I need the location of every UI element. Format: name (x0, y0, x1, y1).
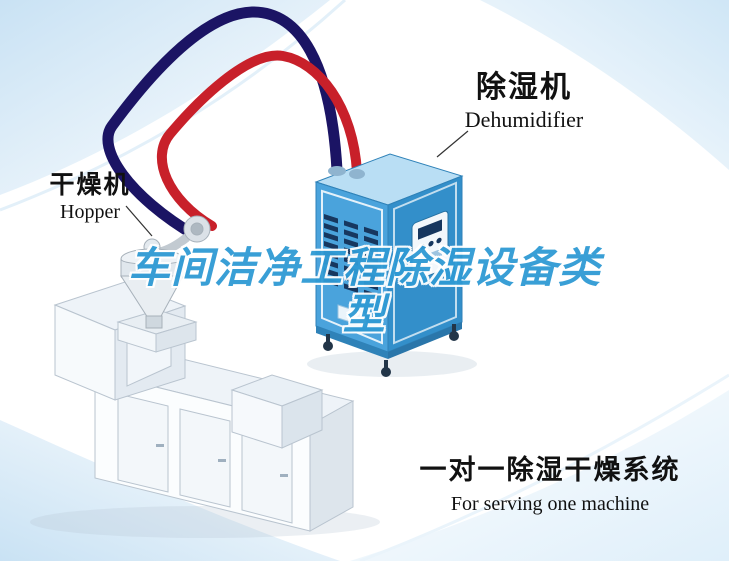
system-caption-zh: 一对一除湿干燥系统 (419, 455, 681, 485)
hopper-label-zh: 干燥机 (49, 171, 131, 199)
dehumidifier-shadow (307, 351, 477, 377)
dehumidifier-label-zh: 除湿机 (476, 71, 572, 104)
hopper-label: 干燥机 Hopper (28, 171, 152, 224)
watermark-line2: 型 (342, 291, 386, 339)
system-caption-en: For serving one machine (450, 492, 650, 515)
caster-wheels (323, 324, 459, 377)
system-caption: 一对一除湿干燥系统 For serving one machine (404, 455, 696, 516)
nameplate (337, 304, 367, 328)
dehumidifier-label: 除湿机 Dehumidifier (440, 72, 608, 132)
dehumidifier-label-en: Dehumidifier (464, 106, 584, 132)
dehumidifier-pointer-line (436, 130, 469, 158)
swoosh-top-left (0, 0, 330, 195)
navy-hose (102, 6, 343, 242)
dehumidifier-unit (314, 153, 464, 377)
swoosh-bottom-left (0, 420, 340, 561)
hopper-pointer-line (125, 205, 153, 237)
accent-arc-right (359, 373, 729, 561)
hopper-label-en: Hopper (60, 201, 120, 224)
watermark-title: 车间洁净工程除湿设备类 型 (0, 244, 729, 338)
swoosh-bottom-right (350, 390, 729, 561)
hopper-dryer (120, 215, 211, 329)
red-hose (156, 50, 362, 231)
watermark-line1: 车间洁净工程除湿设备类 (127, 244, 601, 291)
swoosh-top-right (480, 0, 729, 170)
control-panel (411, 210, 449, 282)
injection-molding-machine (53, 281, 355, 532)
